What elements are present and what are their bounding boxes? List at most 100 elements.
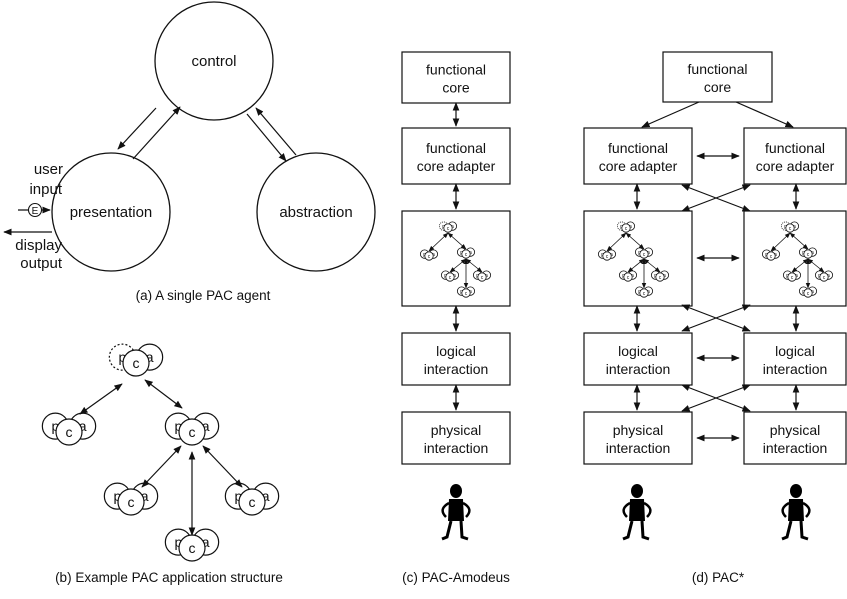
user-arm	[802, 501, 811, 518]
pca-a-label: a	[827, 273, 830, 279]
presentation-to-control-arrow	[132, 106, 181, 160]
pca-a-label: a	[79, 418, 87, 434]
mini-tree-edge	[643, 258, 661, 273]
pca-c-circle	[785, 223, 795, 233]
caption-a: (a) A single PAC agent	[136, 288, 271, 303]
pca-c-label: c	[807, 252, 810, 258]
logical-interaction-box-frame	[401, 332, 511, 386]
pca-c-label: c	[465, 291, 468, 297]
pca-c-circle	[122, 349, 150, 377]
pca-c-circle	[639, 288, 649, 298]
user-figure-icon	[622, 484, 652, 541]
pca-c-circle	[461, 249, 471, 259]
pca-a-label: a	[631, 273, 634, 279]
pca-a-label: a	[453, 273, 456, 279]
pca-c-circle	[424, 251, 434, 261]
caption-c: (c) PAC-Amodeus	[402, 570, 510, 585]
functional-core-box-line1: functional	[426, 62, 486, 78]
user-figure-icon	[781, 484, 811, 541]
pca-c-circle	[238, 488, 266, 516]
user-head	[450, 484, 462, 498]
abstraction-label: abstraction	[279, 204, 352, 221]
tree-edge	[141, 445, 182, 488]
pca-a-label: a	[663, 273, 666, 279]
pca-p-label: p	[174, 534, 182, 550]
logical-interaction-box: logical interaction	[401, 332, 511, 386]
tree-edge	[202, 445, 243, 488]
pca-c-label: c	[627, 275, 630, 281]
pca-a-label: a	[262, 488, 270, 504]
pca-agent: pac	[782, 270, 802, 282]
user-head	[790, 484, 802, 498]
pca-a-label: a	[141, 488, 149, 504]
user-arm	[462, 501, 471, 518]
mini-tree-edge	[807, 258, 825, 273]
pca-p-label: p	[51, 418, 59, 434]
pca-p-label: p	[113, 488, 121, 504]
pca-a-label: a	[795, 273, 798, 279]
core-adapter-box-right-line1: functional	[765, 140, 825, 156]
user-arm	[781, 501, 790, 518]
physical-interaction-box-line1: physical	[431, 422, 482, 438]
event-glyph-label: E	[32, 206, 39, 217]
user-leg	[459, 520, 469, 541]
pca-agent: pac	[456, 286, 476, 298]
presentation-label: presentation	[70, 204, 153, 221]
mini-tree-edge	[449, 258, 467, 273]
pca-c-label: c	[189, 424, 196, 440]
abstraction-node	[256, 152, 376, 272]
pca-p-label: p	[174, 418, 182, 434]
user-leg	[799, 520, 809, 541]
pca-c-circle	[787, 272, 797, 282]
core-adapter-box-left-line2: core adapter	[599, 158, 678, 174]
pca-c-label: c	[643, 291, 646, 297]
control-label: control	[191, 53, 236, 70]
tree-arrows	[79, 379, 243, 536]
pca-c-label: c	[447, 226, 450, 232]
pca-a-label: a	[610, 252, 613, 258]
pca-c-label: c	[643, 252, 646, 258]
event-glyph-circle	[27, 202, 43, 218]
pca-a-label: a	[647, 289, 650, 295]
user-body	[448, 499, 464, 521]
logical-interaction-box-line2: interaction	[424, 361, 489, 377]
pca-c-label: c	[189, 540, 196, 556]
pca-c-label: c	[249, 494, 256, 510]
user-head	[631, 484, 643, 498]
pca-agent: pac	[650, 270, 670, 282]
pca-p-label: p	[118, 349, 126, 365]
physical-interaction-box-left-frame	[583, 411, 693, 465]
mini-tree-edge	[625, 232, 645, 250]
pca-c-label: c	[789, 226, 792, 232]
logical-interaction-box-line1: logical	[436, 343, 476, 359]
cross-arrow	[681, 304, 751, 332]
pca-c-label: c	[465, 252, 468, 258]
logical-interaction-box-left-frame	[583, 332, 693, 386]
pca-agent: pac	[616, 221, 636, 233]
user-arm	[441, 501, 450, 518]
display-text: display	[15, 237, 62, 254]
pca-agent: pac	[419, 249, 439, 261]
pca-agent: pac	[456, 247, 476, 259]
user-leg	[781, 520, 793, 541]
caption-b: (b) Example PAC application structure	[55, 570, 283, 585]
core-adapter-box-line1: functional	[426, 140, 486, 156]
user-arm	[643, 501, 652, 518]
cross-arrow	[681, 384, 751, 412]
tree-edge	[79, 383, 123, 415]
pca-c-circle	[55, 418, 83, 446]
pca-c-label: c	[449, 275, 452, 281]
mini-tree-edge	[770, 232, 791, 252]
